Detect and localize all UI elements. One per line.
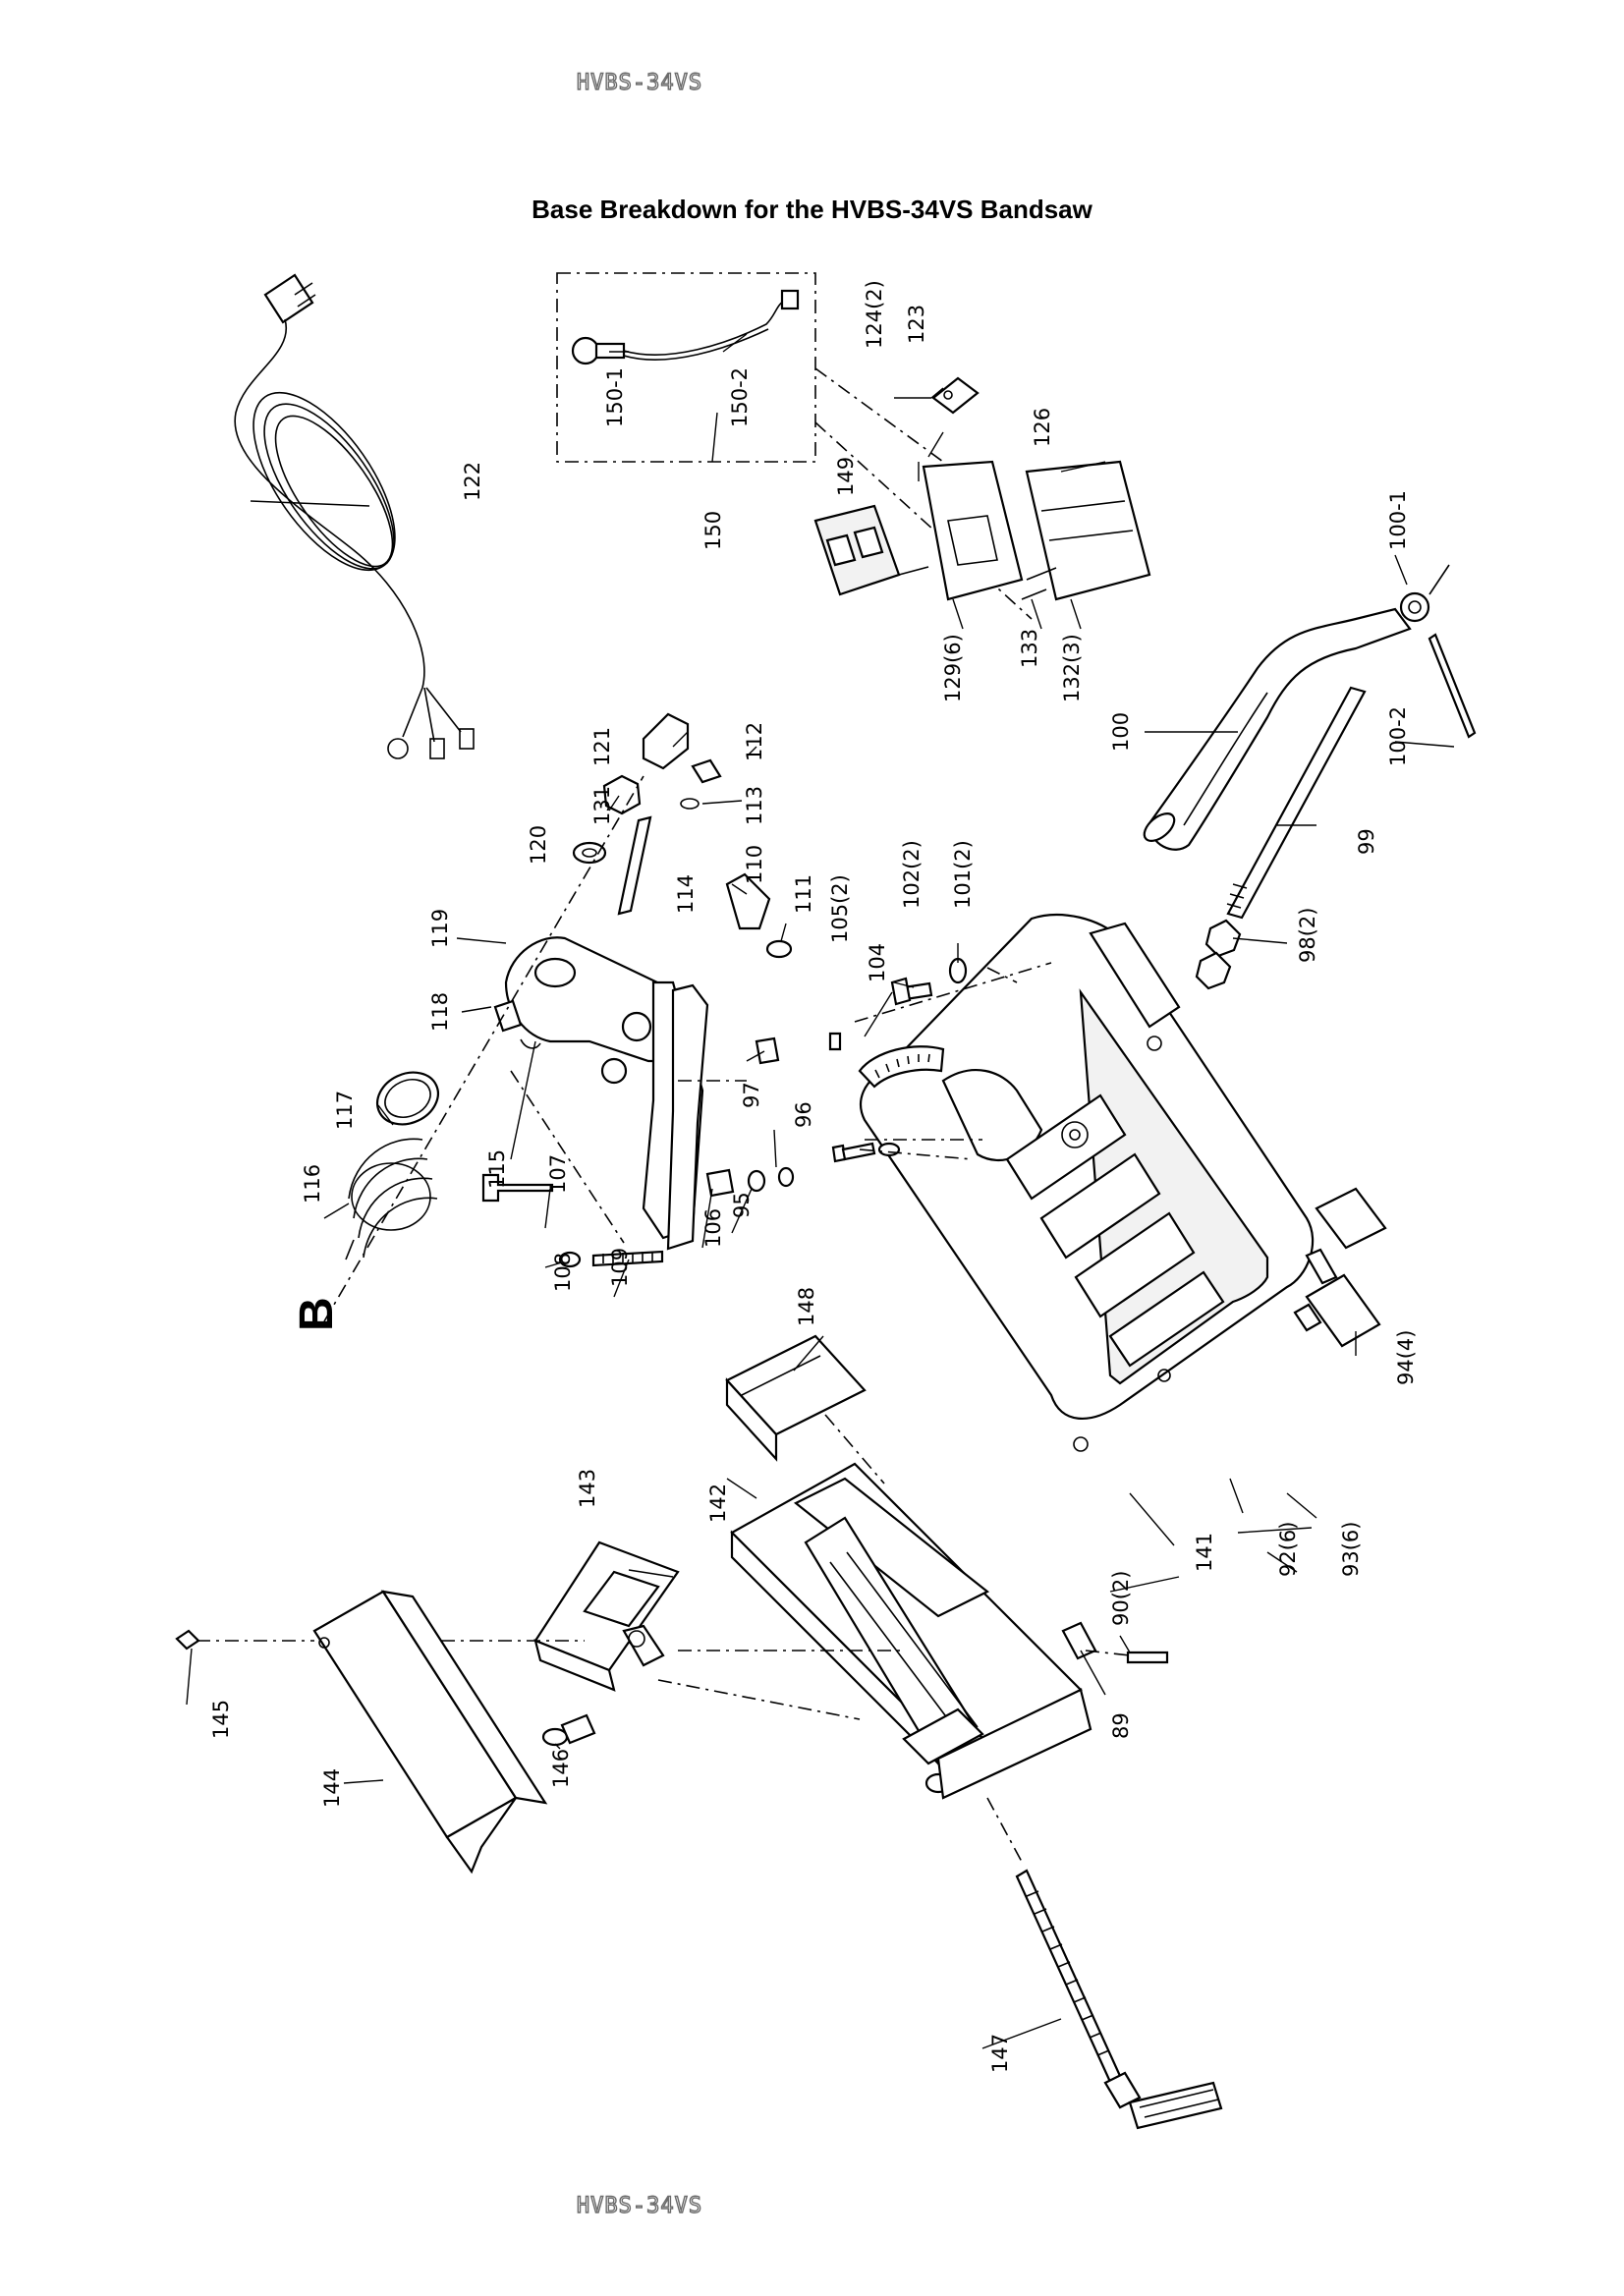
label-95: 95	[730, 1192, 754, 1218]
label-109: 109	[608, 1248, 632, 1287]
label-120: 120	[527, 825, 550, 865]
label-101: 101(2)	[951, 840, 975, 909]
handle-drawing	[1143, 564, 1477, 851]
power-cord-drawing	[234, 273, 475, 759]
label-100-1: 100-1	[1386, 490, 1410, 550]
label-133: 133	[1018, 629, 1041, 668]
label-122: 122	[461, 462, 484, 501]
label-94: 94(4)	[1394, 1330, 1418, 1385]
vise-body-drawing	[730, 1462, 1092, 1800]
label-123: 123	[905, 305, 928, 344]
spring-and-screws-drawing	[323, 775, 982, 1322]
label-114: 114	[674, 874, 698, 914]
scale-and-fasteners-drawing	[828, 957, 1052, 1163]
label-149: 149	[834, 457, 858, 496]
label-145: 145	[209, 1700, 233, 1739]
stop-screw-drawing	[541, 1621, 1169, 1747]
pad-drawing	[725, 1334, 885, 1484]
foot-drawing	[1293, 1273, 1381, 1348]
view-letter: B	[291, 1297, 343, 1331]
label-150-1: 150-1	[603, 367, 627, 427]
label-108: 108	[551, 1253, 575, 1292]
label-142: 142	[706, 1484, 730, 1523]
page-title: Base Breakdown for the HVBS-34VS Bandsaw	[532, 195, 1092, 224]
label-132: 132(3)	[1060, 634, 1084, 702]
label-90: 90(2)	[1109, 1571, 1133, 1626]
leader-lines	[186, 333, 1455, 2049]
label-129: 129(6)	[941, 634, 965, 702]
label-150: 150	[701, 511, 725, 550]
label-143: 143	[576, 1469, 599, 1508]
label-111: 111	[792, 874, 815, 914]
header-model-top: HVBS-34VS	[576, 70, 703, 95]
footer-model-bottom: HVBS-34VS	[576, 2193, 703, 2218]
jaw-drawing	[413, 1540, 904, 1720]
label-113: 113	[743, 786, 766, 825]
label-116: 116	[301, 1164, 324, 1204]
label-107: 107	[546, 1154, 570, 1194]
label-126: 126	[1031, 408, 1054, 447]
label-93: 93(6)	[1339, 1522, 1363, 1577]
label-121: 121	[590, 727, 614, 766]
base-plate-drawing	[860, 913, 1387, 1452]
label-150-2: 150-2	[728, 367, 752, 427]
label-117: 117	[333, 1091, 357, 1130]
pivot-arm-drawing	[493, 712, 793, 1251]
label-119: 119	[428, 909, 452, 948]
label-144: 144	[320, 1768, 344, 1808]
label-104: 104	[866, 943, 889, 982]
label-118: 118	[428, 992, 452, 1032]
label-115: 115	[485, 1149, 509, 1189]
label-96: 96	[792, 1101, 815, 1128]
lead-screw-drawing	[986, 1797, 1223, 2130]
label-100: 100	[1109, 712, 1133, 752]
label-131: 131	[590, 786, 614, 825]
label-147: 147	[988, 2034, 1012, 2073]
label-124: 124(2)	[863, 280, 886, 349]
rod-and-nuts-drawing	[1195, 686, 1367, 990]
label-148: 148	[795, 1287, 818, 1326]
label-106: 106	[701, 1208, 725, 1248]
label-100-2: 100-2	[1386, 706, 1410, 766]
label-102: 102(2)	[900, 840, 924, 909]
label-98: 98(2)	[1296, 908, 1319, 963]
switch-assembly-drawing	[556, 272, 1151, 620]
part-labels: 122 150 150-1 150-2 124(2) 123 126 149 1…	[209, 280, 1418, 2073]
label-99: 99	[1355, 828, 1378, 855]
label-105: 105(2)	[828, 874, 852, 943]
label-141: 141	[1193, 1533, 1216, 1572]
cover-drawing	[175, 1590, 548, 1875]
label-89: 89	[1109, 1712, 1133, 1739]
label-146: 146	[549, 1749, 573, 1788]
label-112: 112	[743, 722, 766, 761]
label-97: 97	[740, 1082, 763, 1108]
label-92: 92(6)	[1276, 1522, 1300, 1577]
label-110: 110	[743, 845, 766, 884]
